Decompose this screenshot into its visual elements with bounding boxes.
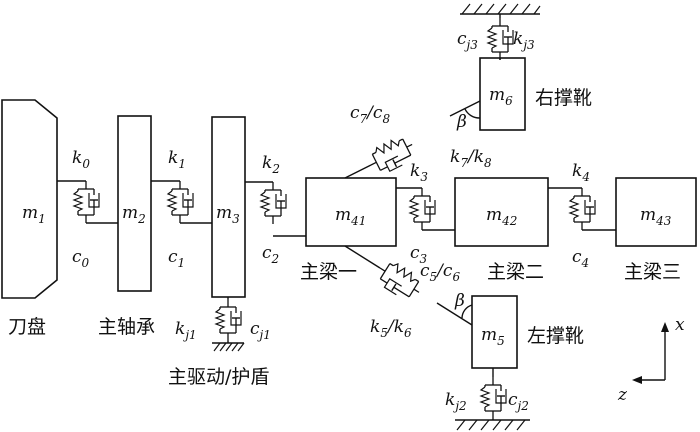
m43-label: m43 bbox=[640, 205, 672, 228]
c1-label: c1 bbox=[168, 247, 185, 270]
beam1-mass bbox=[305, 177, 397, 247]
c5-c6-label: c5/c6 bbox=[420, 261, 460, 284]
k4-label: k4 bbox=[572, 161, 590, 184]
c3-label: c3 bbox=[410, 243, 428, 266]
beam3-mass bbox=[615, 177, 697, 247]
right-boot-label: 右撑靴 bbox=[535, 87, 592, 109]
spring-damper-lower-strut bbox=[371, 256, 427, 305]
beta-label-right: β bbox=[456, 112, 467, 132]
spring-damper-k4-c4 bbox=[569, 187, 596, 231]
m2-label: m2 bbox=[122, 203, 146, 226]
cj1-label: cj1 bbox=[250, 319, 271, 342]
z-axis-label: z bbox=[617, 385, 628, 405]
k3-label: k3 bbox=[410, 161, 428, 184]
k1-label: k1 bbox=[168, 148, 186, 171]
coordinate-axes bbox=[632, 322, 669, 384]
main-bearing-label: 主轴承 bbox=[98, 316, 155, 338]
main-drive-mass bbox=[211, 116, 246, 298]
beta-arc-right bbox=[464, 108, 481, 119]
m42-label: m42 bbox=[486, 205, 517, 228]
spring-damper-k3-c3 bbox=[409, 187, 436, 231]
ground-drive bbox=[212, 342, 245, 352]
cj3-label: cj3 bbox=[457, 29, 478, 52]
beam1-label: 主梁一 bbox=[300, 261, 357, 283]
kj1-label: kj1 bbox=[175, 319, 197, 342]
beta-label-left: β bbox=[454, 291, 465, 311]
connector-m41-strut-upper bbox=[344, 164, 372, 179]
connector-m3-m41 bbox=[245, 181, 306, 237]
connector-m42-m43 bbox=[548, 187, 616, 231]
beam3-label: 主梁三 bbox=[624, 261, 681, 283]
connector-m41-strut-lower bbox=[344, 245, 381, 269]
left-boot-mass bbox=[471, 295, 518, 369]
connector-strut-lower-m5 bbox=[436, 302, 473, 326]
m5-label: m5 bbox=[481, 325, 505, 348]
m3-label: m3 bbox=[216, 203, 240, 226]
c0-label: c0 bbox=[72, 247, 90, 270]
beam2-mass bbox=[454, 177, 549, 247]
main-bearing-mass bbox=[117, 115, 152, 292]
ground-left-boot bbox=[455, 419, 530, 431]
spring-damper-k2-c2 bbox=[260, 181, 287, 225]
spring-damper-kj2-cj2 bbox=[480, 376, 507, 420]
x-axis-label: x bbox=[675, 315, 685, 335]
kj3-label: kj3 bbox=[513, 29, 535, 52]
connector-m41-m42 bbox=[396, 187, 455, 231]
connector-m2-m3 bbox=[151, 180, 212, 224]
left-boot-label: 左撑靴 bbox=[527, 325, 584, 347]
kj2-label: kj2 bbox=[445, 390, 467, 413]
c4-label: c4 bbox=[572, 247, 589, 270]
main-drive-label: 主驱动/护盾 bbox=[168, 366, 269, 388]
m1-label: m1 bbox=[22, 203, 46, 226]
spring-damper-k1-c1 bbox=[167, 180, 194, 224]
k2-label: k2 bbox=[262, 153, 280, 176]
c2-label: c2 bbox=[262, 243, 279, 266]
k0-label: k0 bbox=[72, 148, 90, 171]
spring-damper-k0-c0 bbox=[73, 180, 100, 224]
spring-damper-kj1-cj1 bbox=[215, 298, 242, 342]
ground-right-boot bbox=[460, 3, 541, 15]
beta-arc-left bbox=[461, 304, 473, 319]
k5-k6-label: k5/k6 bbox=[370, 317, 412, 340]
spring-damper-kj3-cj3 bbox=[487, 17, 514, 61]
k7-k8-label: k7/k8 bbox=[450, 147, 492, 170]
m6-label: m6 bbox=[489, 85, 513, 108]
cj2-label: cj2 bbox=[508, 390, 529, 413]
cutterhead-mass bbox=[1, 99, 58, 299]
beam2-label: 主梁二 bbox=[487, 261, 544, 283]
cutterhead-label: 刀盘 bbox=[8, 316, 46, 338]
connector-strut-upper-m6 bbox=[449, 100, 481, 117]
c7-c8-label: c7/c8 bbox=[350, 103, 390, 126]
m41-label: m41 bbox=[335, 205, 366, 228]
connector-m1-m2 bbox=[57, 180, 118, 224]
right-boot-mass bbox=[479, 57, 526, 131]
